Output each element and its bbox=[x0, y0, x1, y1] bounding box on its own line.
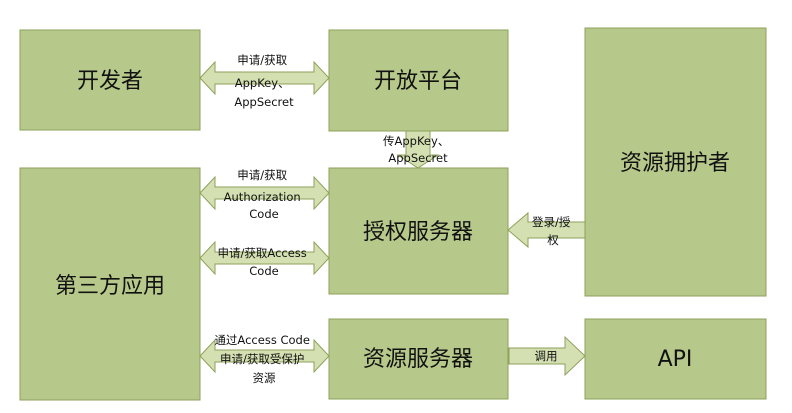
edge-label-app-resource: 通过Access Code 申请/获取受保护 资源 bbox=[214, 333, 313, 385]
label-resource-owner: 资源拥护者 bbox=[620, 151, 730, 176]
label-auth-server: 授权服务器 bbox=[363, 220, 473, 245]
arrow-platform-to-auth bbox=[396, 130, 440, 169]
box-open-platform bbox=[328, 29, 509, 132]
box-third-party-app bbox=[19, 167, 201, 401]
label-open-platform: 开放平台 bbox=[374, 69, 462, 94]
box-api bbox=[584, 318, 767, 400]
box-developer bbox=[19, 29, 201, 131]
label-third-party-app: 第三方应用 bbox=[55, 274, 165, 299]
label-api: API bbox=[658, 347, 693, 372]
box-resource-owner bbox=[584, 27, 767, 297]
label-developer: 开发者 bbox=[77, 69, 143, 94]
edge-label-app-auth-code: 申请/获取 Authorization Code bbox=[224, 168, 305, 221]
box-resource-server bbox=[328, 318, 509, 400]
edge-label-owner-auth: 登录/授 权 bbox=[532, 215, 574, 247]
edge-label-app-access-code: 申请/获取Access Code bbox=[218, 246, 311, 278]
arrow-resource-to-api bbox=[508, 335, 586, 377]
edge-label-resource-api: 调用 bbox=[535, 349, 558, 363]
edge-label-developer-platform: 申请/获取 AppKey、 AppSecret bbox=[234, 53, 294, 109]
edge-label-platform-auth: 传AppKey、 AppSecret bbox=[383, 134, 453, 165]
label-resource-server: 资源服务器 bbox=[363, 347, 473, 372]
box-auth-server bbox=[328, 167, 509, 295]
